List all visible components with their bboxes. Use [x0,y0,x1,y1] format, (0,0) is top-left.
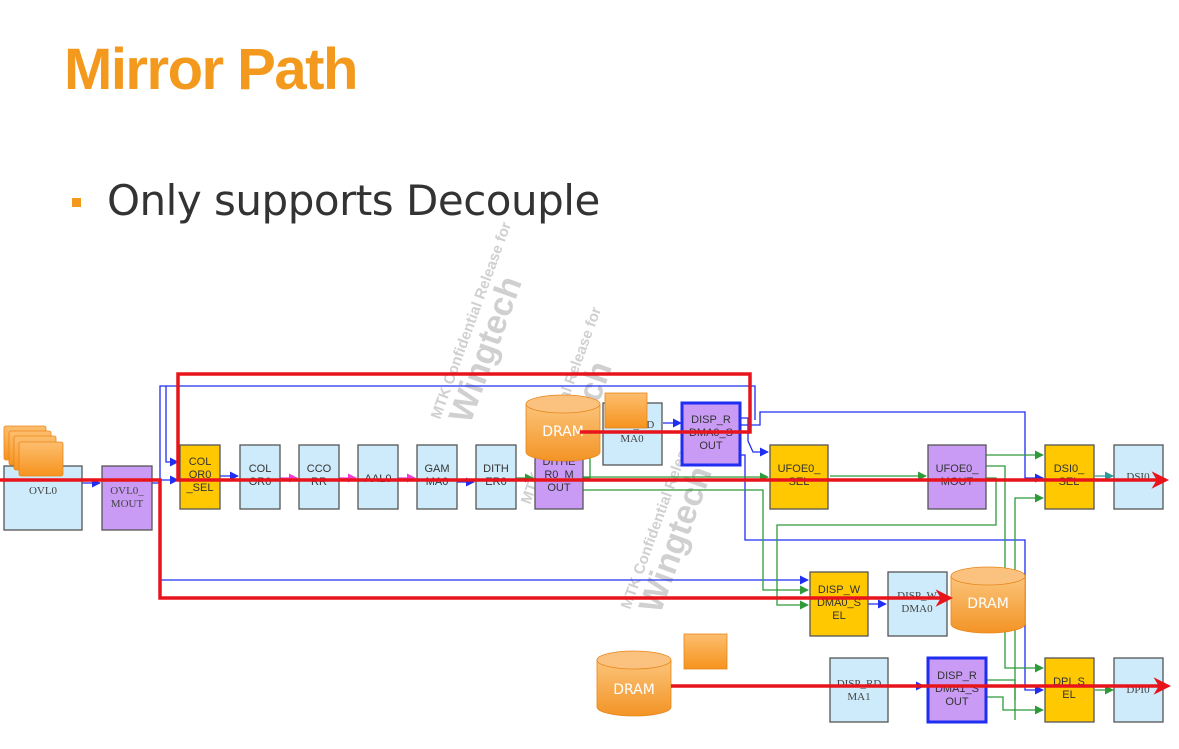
dram-label: DRAM [613,682,655,698]
slide-title: Mirror Path [64,37,358,102]
frame-buffer-icon [604,392,648,429]
square-bullet-icon [72,198,81,207]
dram-label: DRAM [542,424,584,440]
block-aal0[interactable]: AAL0 [357,444,399,510]
block-ufoe0-sel[interactable]: UFOE0_SEL [769,444,829,510]
mirror-path-wdma [0,478,953,607]
svg-text:UFOE0_MOUT: UFOE0_MOUT [936,463,980,488]
dram-bottom: DRAM [596,650,672,717]
block-dsi0-sel[interactable]: DSI0_SEL [1044,444,1095,510]
block-dsi0[interactable]: DSI0 [1113,444,1164,510]
bullet-item: Only supports Decouple [72,176,600,225]
block-ufoe0-mout[interactable]: UFOE0_MOUT [927,444,987,510]
mirror-paths [0,372,1171,695]
dram-top: DRAM [525,394,601,462]
svg-text:OVL0_MOUT: OVL0_MOUT [110,485,144,510]
block-dpi0[interactable]: DPI0 [1113,657,1164,723]
svg-text:OVL0: OVL0 [29,485,58,497]
blue-links [82,385,1044,695]
frame-buffer-icon [683,633,728,670]
dram-label: DRAM [967,596,1009,612]
dram-wdma: DRAM [950,566,1026,634]
green-links [515,450,1114,720]
layer-stack-icon [3,425,64,477]
block-ovl0[interactable]: OVL0 [3,465,83,531]
bullet-text: Only supports Decouple [107,176,600,225]
block-ovl0-mout[interactable]: OVL0_MOUT [101,465,153,531]
mirror-path-dsi [176,372,1169,489]
